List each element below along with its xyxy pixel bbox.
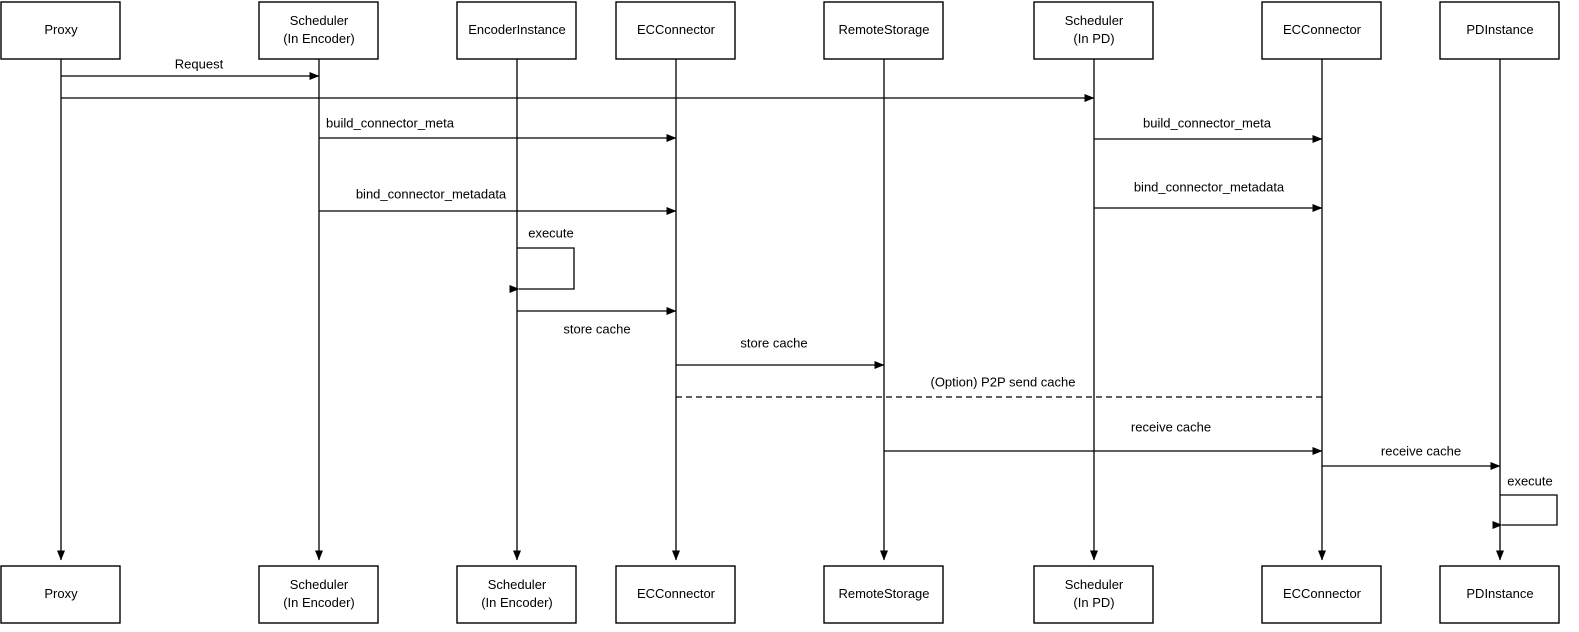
participant-foot-box-ec-connector-enc[interactable]: ECConnector [615, 565, 736, 624]
participant-sublabel: (In PD) [1073, 31, 1114, 46]
participant-label: Scheduler [1065, 577, 1124, 592]
participant-label: Proxy [44, 22, 78, 37]
participant-label: Scheduler [488, 577, 547, 592]
message-m9[interactable]: (Option) P2P send cache [676, 374, 1322, 398]
participant-foot-box-scheduler-encoder[interactable]: Scheduler (In Encoder) [258, 565, 379, 624]
self-message-label: execute [528, 225, 574, 240]
message-m10[interactable]: receive cache [884, 419, 1323, 455]
participant-sublabel: (In Encoder) [481, 595, 553, 610]
participant-sublabel: (In Encoder) [283, 31, 355, 46]
participant-label: RemoteStorage [838, 586, 929, 601]
participant-label: EncoderInstance [468, 22, 566, 37]
participant-head-box-proxy[interactable]: Proxy [0, 1, 121, 60]
message-m5[interactable]: bind_connector_metadata [319, 186, 677, 215]
participant-foot-box-remote-storage[interactable]: RemoteStorage [823, 565, 944, 624]
message-label: build_connector_meta [326, 115, 455, 130]
participant-label: RemoteStorage [838, 22, 929, 37]
participant-head-box-remote-storage[interactable]: RemoteStorage [823, 1, 944, 60]
message-label: receive cache [1381, 443, 1461, 458]
self-messages-layer: execute execute [509, 225, 1558, 529]
participant-label: ECConnector [637, 586, 716, 601]
participant-label: Scheduler [290, 577, 349, 592]
participant-head-box-ec-connector-pd[interactable]: ECConnector [1261, 1, 1382, 60]
participant-foot-box-pd-instance[interactable]: PDInstance [1439, 565, 1560, 624]
participant-label: PDInstance [1466, 22, 1533, 37]
message-m8[interactable]: store cache [676, 335, 885, 369]
participant-head-box-encoder-instance[interactable]: EncoderInstance [456, 1, 577, 60]
message-m4[interactable]: build_connector_meta [1094, 115, 1323, 143]
participant-sublabel: (In PD) [1073, 595, 1114, 610]
participant-head-box-scheduler-pd[interactable]: Scheduler (In PD) [1033, 1, 1154, 60]
message-m6[interactable]: bind_connector_metadata [1094, 179, 1323, 212]
message-m7[interactable]: store cache [517, 307, 677, 336]
message-label: Request [175, 56, 224, 71]
participant-foot-box-encoder-instance[interactable]: Scheduler (In Encoder) [456, 565, 577, 624]
message-label: store cache [740, 335, 807, 350]
participant-label: Proxy [44, 586, 78, 601]
participant-foot-box-scheduler-pd[interactable]: Scheduler (In PD) [1033, 565, 1154, 624]
message-label: receive cache [1131, 419, 1211, 434]
message-label: bind_connector_metadata [1134, 179, 1285, 194]
lifelines-layer [57, 59, 1504, 561]
participant-head-box-ec-connector-enc[interactable]: ECConnector [615, 1, 736, 60]
participant-sublabel: (In Encoder) [283, 595, 355, 610]
participant-label: PDInstance [1466, 586, 1533, 601]
self-message-path [1492, 494, 1558, 529]
message-m3[interactable]: build_connector_meta [319, 115, 677, 142]
self-message-path [509, 247, 575, 293]
participant-label: Scheduler [290, 13, 349, 28]
message-label: build_connector_meta [1143, 115, 1272, 130]
message-m11[interactable]: receive cache [1322, 443, 1501, 470]
message-m1[interactable]: Request [61, 56, 320, 80]
participant-head-box-scheduler-encoder[interactable]: Scheduler (In Encoder) [258, 1, 379, 60]
participant-foot-box-ec-connector-pd[interactable]: ECConnector [1261, 565, 1382, 624]
participant-label: ECConnector [1283, 22, 1362, 37]
self-message-s2[interactable]: execute [1492, 473, 1558, 529]
messages-layer: Request build_connector_meta build_connect… [61, 56, 1501, 470]
self-message-label: execute [1507, 473, 1553, 488]
message-label: store cache [563, 321, 630, 336]
participant-head-box-pd-instance[interactable]: PDInstance [1439, 1, 1560, 60]
participant-foot-box-proxy[interactable]: Proxy [0, 565, 121, 624]
participant-foot-boxes: Proxy Scheduler (In Encoder) Scheduler (In E… [0, 565, 1560, 624]
participant-label: Scheduler [1065, 13, 1124, 28]
message-label: (Option) P2P send cache [930, 374, 1075, 389]
self-message-s1[interactable]: execute [509, 225, 575, 293]
message-label: bind_connector_metadata [356, 186, 507, 201]
participant-label: ECConnector [637, 22, 716, 37]
participant-head-boxes: Proxy Scheduler (In Encoder) EncoderInstanc… [0, 1, 1560, 60]
participant-label: ECConnector [1283, 586, 1362, 601]
